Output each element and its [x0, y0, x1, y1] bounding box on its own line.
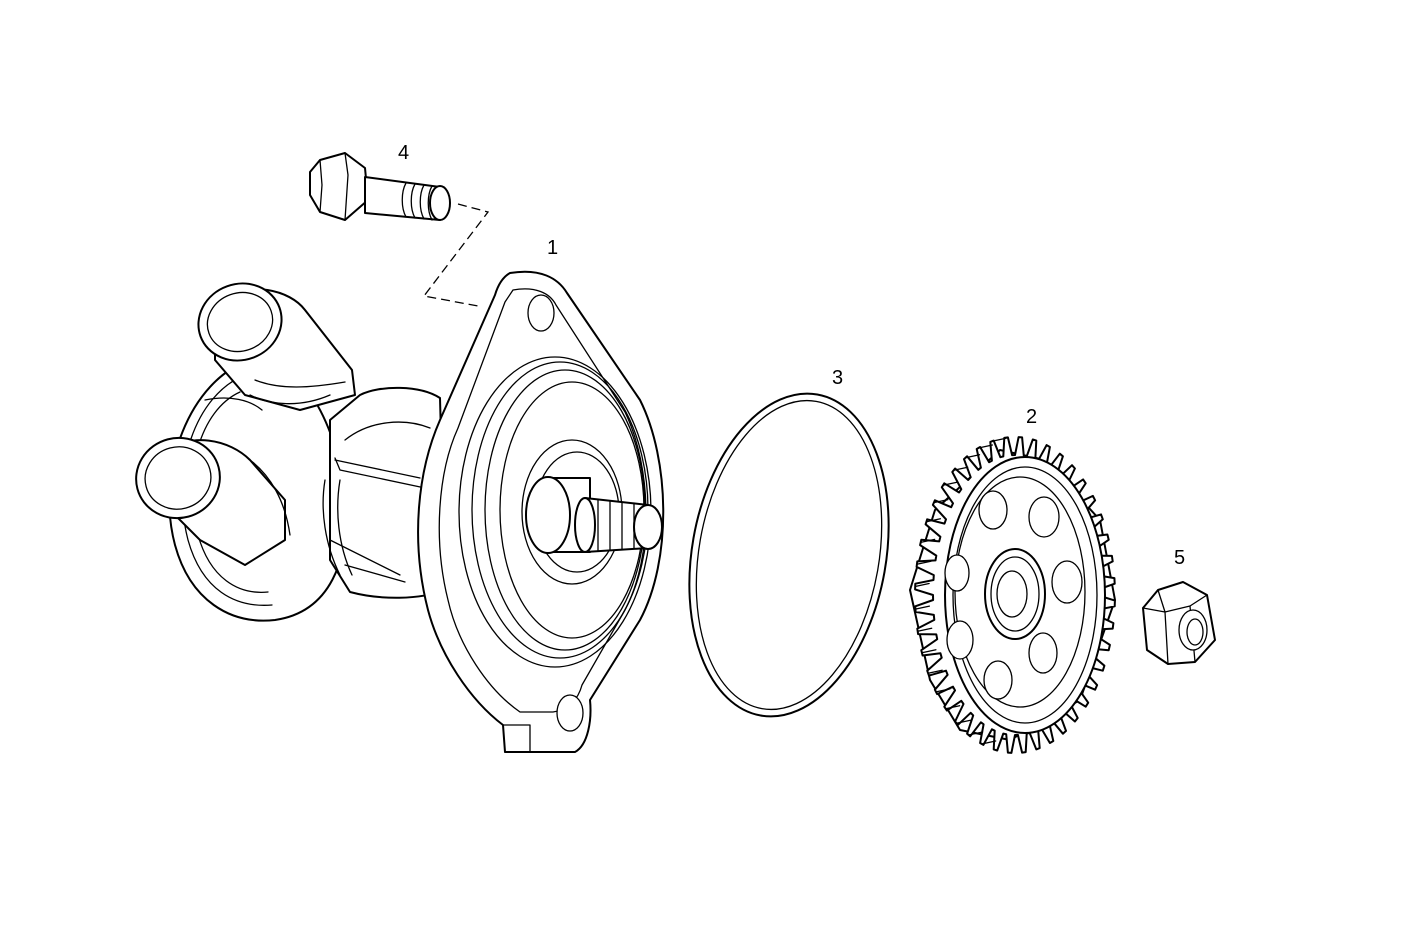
gear-tooth-depth-line [955, 719, 972, 724]
bolt [309, 152, 451, 221]
gear-tooth-depth-line [967, 731, 984, 736]
gear-tooth-depth-line [914, 605, 931, 610]
gear-tooth-depth-line [977, 444, 994, 449]
assembly-guide-line [422, 203, 490, 307]
gear-tooth-depth-line [944, 705, 961, 710]
callout-2: 2 [1026, 406, 1037, 428]
gear [909, 436, 1116, 754]
callout-3: 3 [832, 367, 843, 389]
callout-4: 4 [398, 142, 409, 164]
gear-tooth-depth-line [921, 649, 937, 654]
gear-tooth-depth-line [991, 437, 1007, 442]
gear-tooth-depth-line [925, 518, 942, 523]
pump-assembly [135, 270, 665, 753]
gear-tooth-depth-line [927, 669, 943, 674]
gear-tooth-depth-line [953, 466, 969, 471]
gear-tooth-depth-line [942, 481, 958, 486]
gear-tooth-depth-line [916, 560, 932, 565]
gear-tooth-depth-line [933, 498, 949, 504]
callout-5: 5 [1174, 547, 1185, 569]
hex-nut [1142, 581, 1216, 665]
gear-tooth-depth-line [917, 627, 933, 632]
o-ring [688, 392, 890, 718]
gear-tooth-depth-line [920, 538, 936, 544]
gear-tooth-depth-line [935, 688, 951, 693]
callout-1: 1 [547, 237, 558, 259]
gear-tooth-depth-line [981, 740, 997, 745]
gear-tooth-depth-line [964, 454, 981, 459]
gear-tooth-depth-line [914, 582, 930, 588]
